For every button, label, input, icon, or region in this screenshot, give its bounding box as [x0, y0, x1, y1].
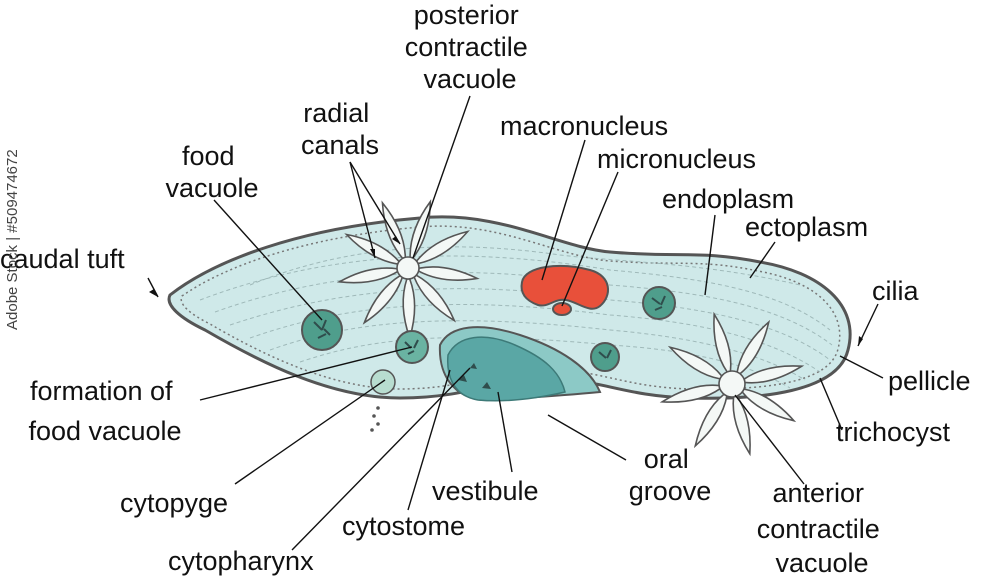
label-macronucleus: macronucleus: [500, 111, 668, 141]
stock-watermark: Adobe Stock | #509474672: [4, 149, 21, 330]
leader-arrowheads: [149, 236, 863, 346]
label-endoplasm: endoplasm: [662, 184, 794, 214]
radial-canal: [736, 319, 771, 375]
radial-canal: [413, 274, 457, 323]
radial-canal: [336, 267, 399, 284]
label-formation-of-food-vacuole: formation of food vacuole: [28, 376, 181, 446]
vacuole-center: [718, 370, 746, 398]
label-trichocyst: trichocyst: [836, 417, 951, 447]
leader-lines: [147, 95, 884, 551]
radial-canal: [659, 384, 721, 403]
radial-canal: [693, 393, 728, 449]
oral-groove-shape: [438, 326, 602, 402]
label-oral-groove: oral groove: [629, 444, 712, 506]
radial-canal: [713, 311, 732, 373]
radial-canal: [362, 274, 404, 325]
radial-canal: [415, 230, 470, 265]
label-caudal-tuft: caudal tuft: [0, 244, 125, 274]
radial-canal: [667, 345, 723, 380]
label-anterior-contractile-vacuole: anterior contractile vacuole: [757, 478, 888, 578]
label-micronucleus: micronucleus: [597, 144, 756, 174]
label-posterior-contractile-vacuole: posterior contractile vacuole: [405, 0, 536, 94]
radial-canal: [732, 395, 751, 457]
radial-canal: [409, 199, 432, 260]
label-vestibule: vestibule: [432, 476, 539, 506]
label-radial-canals: radial canals: [301, 98, 379, 160]
cytopyge-dots: [370, 406, 380, 432]
label-cytopharynx: cytopharynx: [168, 546, 314, 576]
label-pellicle: pellicle: [888, 366, 971, 396]
label-cilia: cilia: [872, 276, 919, 306]
anterior-contractile-vacuole-shape: [659, 311, 805, 457]
radial-canal: [743, 365, 805, 384]
micronucleus-shape: [552, 302, 572, 316]
radial-canal: [417, 266, 480, 281]
label-cytostome: cytostome: [342, 511, 465, 541]
food-vacuoles: [301, 286, 676, 395]
radial-canal: [741, 388, 797, 423]
vacuole-center: [396, 256, 420, 280]
label-ectoplasm: ectoplasm: [745, 212, 868, 242]
radial-canal: [381, 200, 407, 260]
label-cytopyge: cytopyge: [120, 488, 228, 518]
labels: posterior contractile vacuole radial can…: [0, 0, 971, 578]
label-food-vacuole: food vacuole: [165, 141, 258, 203]
